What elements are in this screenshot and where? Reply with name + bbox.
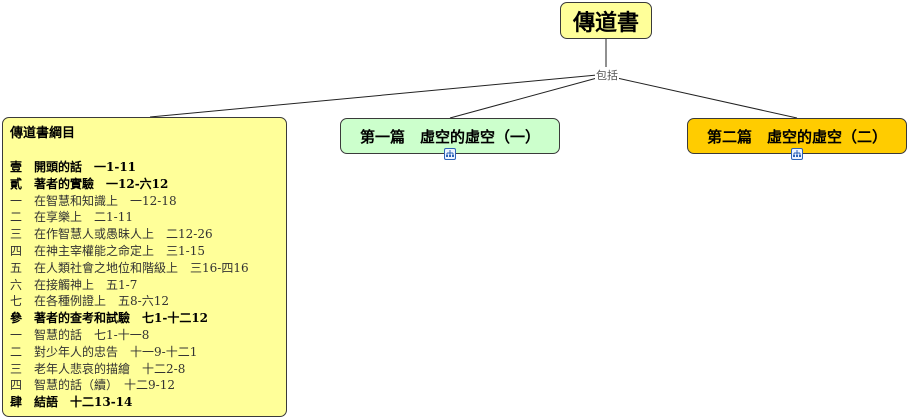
connector-label: 包括 [595, 67, 619, 83]
outline-row: 一 在智慧和知識上 一12-18 [10, 193, 177, 208]
outline-row: 七 在各種例證上 五8-六12 [10, 294, 169, 309]
outline-row: 六 在接觸神上 五1-7 [10, 277, 138, 292]
outline-row: 二 對少年人的忠告 十一9-十二1 [10, 344, 198, 359]
expand-subtopics-icon[interactable] [791, 148, 803, 160]
outline-title: 傳道書綱目 [10, 126, 76, 141]
topic-part-one[interactable]: 第一篇 虛空的虛空（一） [340, 118, 560, 154]
outline-row: 一 智慧的話 七1-十一8 [10, 327, 150, 342]
root-topic-title: 傳道書 [572, 9, 639, 36]
link-hub-to-part-two [616, 77, 798, 119]
outline-row: 四 智慧的話（續） 十二9-12 [10, 378, 175, 393]
outline-row: 參 著者的查考和試驗 七1-十二12 [10, 311, 209, 326]
expand-subtopics-icon[interactable] [444, 148, 456, 160]
outline-row: 肆 結語 十二13-14 [10, 395, 133, 410]
outline-note[interactable]: 傳道書綱目 壹 開頭的話 一1-11 貳 著者的實驗 一12-六12 一 在智慧和知… [2, 117, 287, 417]
topic-part-two-title: 第二篇 虛空的虛空（二） [706, 127, 887, 146]
link-hub-to-outline [149, 74, 598, 118]
outline-row: 三 在作智慧人或愚昧人上 二12-26 [10, 227, 213, 242]
root-topic[interactable]: 傳道書 [560, 2, 652, 39]
outline-row: 貳 著者的實驗 一12-六12 [10, 176, 169, 191]
outline-row: 三 老年人悲哀的描繪 十二2-8 [10, 361, 186, 376]
outline-row: 五 在人類社會之地位和階級上 三16-四16 [10, 260, 249, 275]
outline-row: 二 在享樂上 二1-11 [10, 210, 133, 225]
outline-rows: 壹 開頭的話 一1-11 貳 著者的實驗 一12-六12 一 在智慧和知識上 一12… [10, 159, 286, 411]
outline-row: 四 在神主宰權能之命定上 三1-15 [10, 243, 205, 258]
outline-row: 壹 開頭的話 一1-11 [10, 160, 137, 174]
topic-part-one-title: 第一篇 虛空的虛空（一） [359, 127, 540, 146]
link-hub-to-part-one [449, 77, 598, 119]
